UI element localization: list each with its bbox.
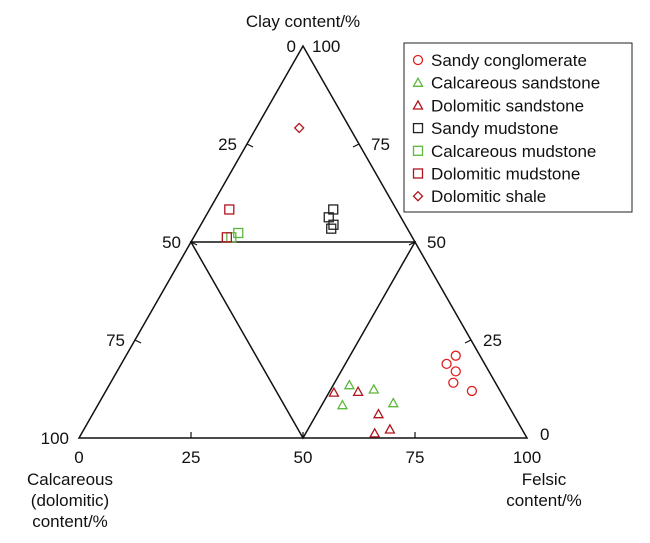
legend-label-dolomitic-shale: Dolomitic shale bbox=[431, 187, 546, 206]
left-tick-label: 100 bbox=[41, 429, 69, 448]
right-tick-label: 100 bbox=[312, 37, 340, 56]
left-tick-label: 0 bbox=[287, 37, 296, 56]
legend-box bbox=[403, 42, 633, 213]
legend-label-calcareous-mudstone: Calcareous mudstone bbox=[431, 142, 596, 161]
point-sandy-mudstone bbox=[326, 223, 337, 234]
legend-marker-dolomitic-shale bbox=[412, 190, 424, 202]
point-calcareous-sandstone bbox=[336, 399, 349, 410]
inner-triangle bbox=[189, 241, 417, 440]
right-tick-label: 0 bbox=[540, 425, 549, 444]
point-dolomitic-sandstone bbox=[352, 385, 364, 396]
right-axis-title-line1: Felsic bbox=[522, 470, 567, 489]
right-tick-label: 50 bbox=[427, 233, 446, 252]
point-dolomitic-sandstone bbox=[372, 408, 385, 419]
legend-marker-dolomitic-mudstone bbox=[412, 168, 424, 179]
point-dolomitic-sandstone bbox=[384, 423, 396, 434]
point-dolomitic-mudstone bbox=[224, 204, 235, 215]
left-axis-title-line2: (dolomitic) bbox=[31, 491, 109, 510]
point-sandy-conglomerate bbox=[450, 350, 461, 361]
left-tick-label: 50 bbox=[162, 233, 181, 252]
point-dolomitic-mudstone bbox=[221, 232, 232, 243]
point-sandy-conglomerate bbox=[448, 377, 459, 388]
point-sandy-conglomerate bbox=[450, 366, 461, 377]
legend-marker-sandy-mudstone bbox=[412, 122, 424, 134]
legend-label-calcareous-sandstone: Calcareous sandstone bbox=[431, 74, 600, 93]
left-axis-title-line3: content/% bbox=[32, 512, 108, 531]
top-axis-title: Clay content/% bbox=[246, 12, 360, 31]
bottom-tick-label: 75 bbox=[406, 448, 425, 467]
point-sandy-conglomerate bbox=[441, 358, 452, 370]
legend-label-dolomitic-sandstone: Dolomitic sandstone bbox=[431, 96, 584, 115]
point-calcareous-sandstone bbox=[387, 397, 399, 408]
ternary-ticks: 0 25 50 75 100 0 25 50 75 100 0 25 50 75 100 bbox=[41, 37, 550, 467]
legend-label-sandy-conglomerate: Sandy conglomerate bbox=[431, 51, 587, 70]
bottom-tick-label: 100 bbox=[513, 448, 541, 467]
point-dolomitic-shale bbox=[293, 122, 305, 134]
left-tick bbox=[246, 143, 254, 148]
right-tick-label: 25 bbox=[483, 331, 502, 350]
legend-marker-sandy-conglomerate bbox=[412, 54, 424, 66]
right-tick bbox=[352, 143, 360, 148]
right-tick-label: 75 bbox=[371, 135, 390, 154]
left-tick-label: 75 bbox=[106, 331, 125, 350]
point-sandy-conglomerate bbox=[466, 385, 478, 397]
right-axis-title-line2: content/% bbox=[506, 491, 582, 510]
legend-marker-dolomitic-sandstone bbox=[412, 99, 424, 110]
legend-label-sandy-mudstone: Sandy mudstone bbox=[431, 119, 559, 138]
point-dolomitic-sandstone bbox=[328, 386, 340, 397]
left-tick bbox=[190, 241, 198, 246]
point-dolomitic-sandstone bbox=[369, 427, 381, 438]
legend-marker-calcareous-mudstone bbox=[412, 145, 424, 156]
legend-label-dolomitic-mudstone: Dolomitic mudstone bbox=[431, 165, 580, 184]
right-tick bbox=[408, 241, 416, 246]
bottom-tick-label: 0 bbox=[74, 448, 83, 467]
point-calcareous-sandstone bbox=[343, 379, 355, 390]
bottom-tick-label: 25 bbox=[182, 448, 201, 467]
axis-labels: Clay content/% Calcareous (dolomitic) co… bbox=[27, 12, 582, 531]
legend-marker-calcareous-sandstone bbox=[412, 76, 424, 87]
left-tick bbox=[134, 339, 142, 344]
right-tick bbox=[464, 339, 472, 344]
bottom-tick-label: 50 bbox=[294, 448, 313, 467]
left-axis-title-line1: Calcareous bbox=[27, 470, 113, 489]
point-calcareous-sandstone bbox=[368, 383, 380, 394]
left-tick-label: 25 bbox=[218, 135, 237, 154]
data-points bbox=[221, 122, 478, 438]
